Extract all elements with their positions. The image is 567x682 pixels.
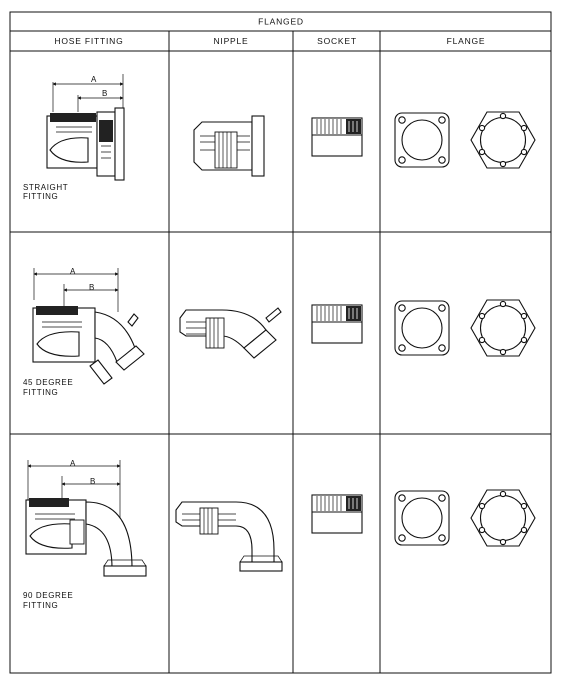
straight-nipple-drawing (193, 115, 265, 177)
column-header-nipple: NIPPLE (213, 36, 248, 46)
straight-hose-fitting-drawing (46, 74, 125, 181)
row-caption-straight-line2: FITTING (23, 192, 58, 201)
dimension-label-b-90: B (90, 477, 96, 486)
45-degree-socket-drawing (311, 304, 363, 344)
straight-hex-flange-drawing (470, 111, 536, 169)
column-header-hose-fitting: HOSE FITTING (54, 36, 123, 46)
straight-socket-drawing (311, 117, 363, 157)
column-header-flange: FLANGE (447, 36, 486, 46)
45-degree-square-flange-drawing (394, 300, 450, 356)
90-degree-hex-flange-drawing (470, 489, 536, 547)
dimension-label-b: B (102, 89, 108, 98)
table-title: FLANGED (258, 17, 304, 27)
row-caption-90-degree-line1: 90 DEGREE (23, 591, 73, 600)
dimension-label-a: A (91, 75, 97, 84)
45-degree-hose-fitting-drawing (32, 268, 145, 385)
row-caption-45-degree-line2: FITTING (23, 388, 58, 397)
row-caption-straight-line1: STRAIGHT (23, 183, 68, 192)
90-degree-socket-drawing (311, 494, 363, 534)
90-degree-hose-fitting-drawing (25, 460, 147, 577)
straight-square-flange-drawing (394, 112, 450, 168)
dimension-label-b-45: B (89, 283, 95, 292)
90-degree-nipple-drawing (175, 501, 283, 572)
table-grid (9, 11, 552, 674)
dimension-label-a-90: A (70, 459, 76, 468)
45-degree-nipple-drawing (179, 307, 282, 359)
column-header-socket: SOCKET (317, 36, 357, 46)
45-degree-hex-flange-drawing (470, 299, 536, 357)
row-caption-45-degree-line1: 45 DEGREE (23, 378, 73, 387)
row-caption-90-degree-line2: FITTING (23, 601, 58, 610)
90-degree-square-flange-drawing (394, 490, 450, 546)
dimension-label-a-45: A (70, 267, 76, 276)
